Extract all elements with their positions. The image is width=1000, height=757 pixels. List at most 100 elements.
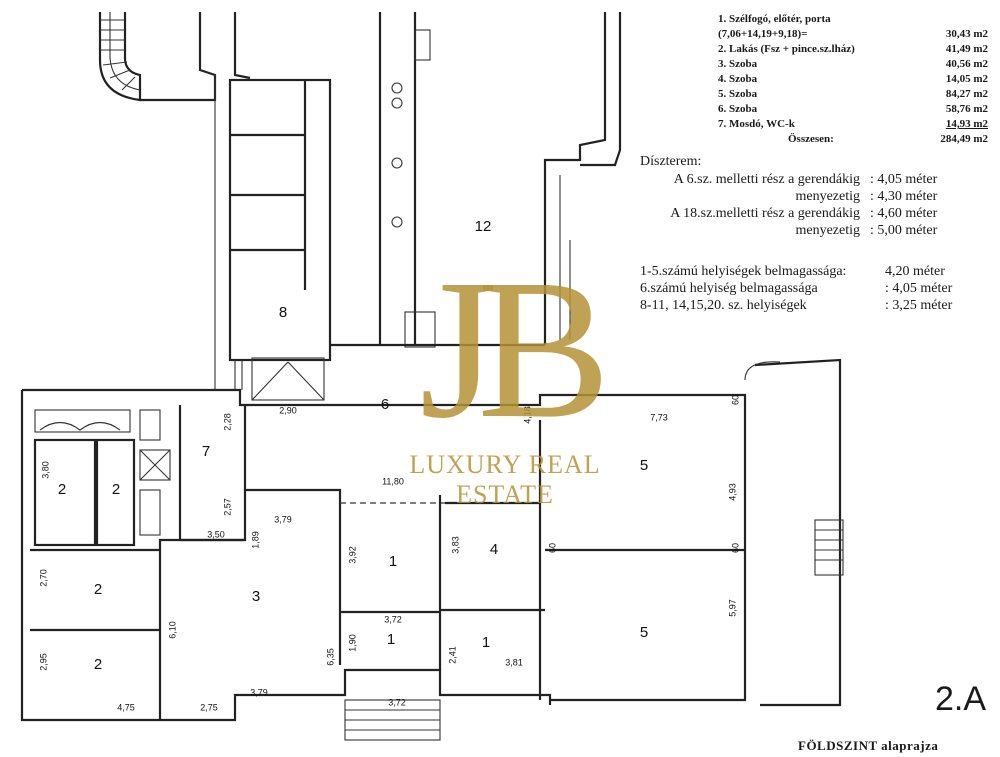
legend-row: (7,06+14,19+9,18)= 30,43 m2	[718, 27, 988, 42]
brand-monogram: JB	[419, 239, 610, 460]
room-number-2c: 2	[94, 581, 102, 598]
legend-area: 40,56 m2	[945, 58, 988, 70]
legend-area: 58,76 m2	[945, 103, 988, 115]
dimension-label: 6,35	[325, 648, 335, 666]
legend-label: 3. Szoba	[718, 58, 758, 70]
dimension-label: 11,80	[382, 476, 404, 486]
room-number-2a: 2	[58, 481, 66, 498]
legend-row: 6. Szoba 58,76 m2	[718, 102, 988, 117]
height-line: 6.számú helyiség belmagassága : 4,05 méte…	[640, 280, 980, 297]
room-number-1b: 1	[387, 631, 395, 648]
height-line: 1-5.számú helyiségek belmagassága: 4,20 m…	[640, 263, 980, 280]
room-number-5b: 5	[640, 624, 648, 641]
height-label: 8-11, 14,15,20. sz. helyiségek	[640, 298, 807, 313]
dimension-label: 3,92	[347, 546, 357, 564]
legend-area: 30,43 m2	[945, 28, 988, 40]
legend-label: (7,06+14,19+9,18)=	[718, 28, 808, 40]
legend-area: 84,27 m2	[945, 88, 988, 100]
stair-tower	[98, 12, 251, 102]
dimension-label: 5,97	[727, 599, 737, 617]
sheet-number: 2.A	[935, 680, 987, 718]
dimension-label: 4,75	[117, 702, 135, 712]
legend-row: 5. Szoba 84,27 m2	[718, 87, 988, 102]
room-number-4: 4	[490, 541, 498, 558]
hall-line-value: : 4,60 méter	[870, 206, 938, 221]
dimension-label: 60	[730, 543, 740, 553]
dimension-label: 2,70	[38, 569, 48, 587]
room-number-1c: 1	[482, 634, 490, 651]
legend-label: 7. Mosdó, WC-k	[718, 118, 795, 130]
legend-area: 14,93 m2	[945, 118, 988, 130]
central-rooms	[158, 420, 844, 700]
height-value: : 4,05 méter	[885, 281, 953, 296]
brand-watermark-logo: JB LUXURY REAL ESTATE	[355, 250, 655, 510]
legend-area: 41,49 m2	[945, 43, 988, 55]
room-number-5a: 5	[640, 457, 648, 474]
hall-line-value: : 4,30 méter	[870, 189, 938, 204]
room-number-12: 12	[475, 218, 492, 235]
legend-label: 4. Szoba	[718, 73, 758, 85]
dimension-label: 1,90	[347, 634, 357, 652]
hall-line: menyezetig : 4,30 méter	[640, 188, 980, 205]
hall-line: A 6.sz. melletti rész a gerendákig : 4,05…	[640, 171, 980, 188]
legend-total: Összesen:284,49 m2	[718, 132, 988, 147]
legend-label: 6. Szoba	[718, 103, 758, 115]
stair-8	[234, 357, 325, 401]
room-heights: 1-5.számú helyiségek belmagassága: 4,20 m…	[640, 263, 980, 314]
dimension-label: 3,72	[384, 614, 402, 624]
dimension-label: 60	[547, 543, 557, 553]
legend-row: 3. Szoba 40,56 m2	[718, 57, 988, 72]
height-label: 6.számú helyiség belmagassága	[640, 281, 818, 296]
area-legend: 1. Szélfogó, előtér, porta (7,06+14,19+9…	[718, 12, 988, 147]
hall-line-label: A 18.sz.melletti rész a gerendákig	[670, 206, 860, 221]
height-line: 8-11, 14,15,20. sz. helyiségek : 3,25 mét…	[640, 297, 980, 314]
hall-line-value: : 5,00 méter	[870, 223, 938, 238]
hall-line-label: A 6.sz. melletti rész a gerendákig	[673, 172, 860, 187]
hall-heights: Díszterem: A 6.sz. melletti rész a geren…	[640, 153, 980, 239]
legend-row: 4. Szoba 14,05 m2	[718, 72, 988, 87]
dimension-label: 1,89	[250, 531, 260, 549]
left-rooms	[30, 405, 247, 720]
legend-label: 2. Lakás (Fsz + pince.sz.lház)	[718, 43, 855, 55]
room-number-1a: 1	[389, 553, 397, 570]
legend-row: 2. Lakás (Fsz + pince.sz.lház) 41,49 m2	[718, 42, 988, 57]
dimension-label: 2,75	[200, 702, 218, 712]
legend-area: 14,05 m2	[945, 73, 988, 85]
height-value: 4,20 méter	[885, 264, 945, 279]
room-number-2d: 2	[94, 656, 102, 673]
brand-line-1: LUXURY REAL	[409, 450, 601, 479]
dimension-label: 2,95	[38, 653, 48, 671]
legend-area	[928, 12, 988, 27]
dimension-label: 2,90	[279, 405, 297, 415]
hall-line: menyezetig: 5,00 méter	[640, 222, 980, 239]
dimension-label: 7,73	[650, 412, 668, 422]
room-number-3: 3	[252, 588, 260, 605]
legend-row: 7. Mosdó, WC-k 14,93 m2	[718, 117, 988, 132]
dimension-label: 2,28	[222, 413, 232, 431]
dimension-label: 60	[730, 395, 740, 405]
dimension-label: 3,81	[505, 657, 523, 667]
plan-caption: FÖLDSZINT alaprajza	[798, 738, 939, 753]
legend-total-area: 284,49 m2	[940, 133, 988, 145]
room-number-7: 7	[202, 443, 210, 460]
dimension-label: 3,79	[250, 687, 268, 697]
hall-title: Díszterem:	[640, 154, 702, 169]
height-label: 1-5.számú helyiségek belmagassága:	[640, 264, 847, 279]
dimension-label: 2,41	[447, 646, 457, 664]
entrance-stair	[344, 699, 441, 741]
dimension-label: 2,57	[222, 498, 232, 516]
legend-row: 1. Szélfogó, előtér, porta	[718, 12, 988, 27]
dimension-label: 3,79	[274, 514, 292, 524]
room-number-2b: 2	[112, 481, 120, 498]
room-number-8: 8	[279, 304, 287, 321]
room-number-6: 6	[381, 396, 389, 413]
upper-wings	[214, 12, 622, 390]
hall-line-value: : 4,05 méter	[870, 172, 938, 187]
hall-line-label: menyezetig	[795, 189, 860, 204]
dimension-label: 3,83	[450, 536, 460, 554]
height-value: : 3,25 méter	[885, 298, 953, 313]
dimension-label: 4,93	[727, 483, 737, 501]
dimension-label: 6,10	[167, 621, 177, 639]
legend-label: 5. Szoba	[718, 88, 758, 100]
